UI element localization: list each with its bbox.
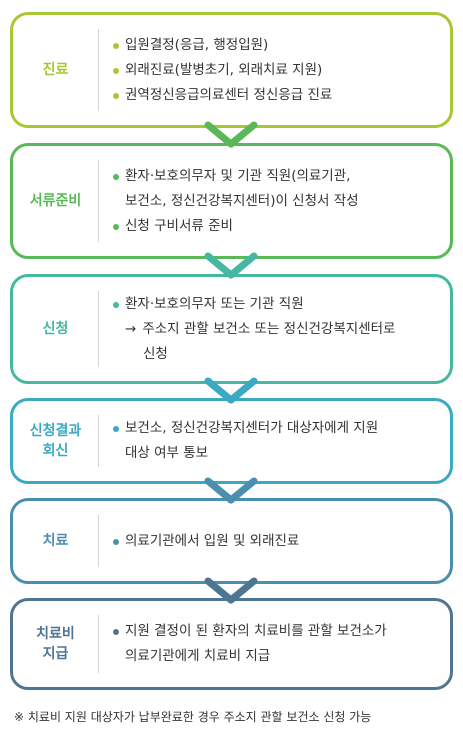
step-label-5: 치료 (42, 532, 69, 549)
step-divider-6 (98, 615, 99, 673)
step-box-1: 진료 입원결정(응급, 행정입원) 외래진료(발병초기, 외래치료 지원) 권역… (10, 12, 453, 128)
chevron-down-icon (204, 477, 258, 504)
chevron-down-icon (204, 377, 258, 404)
step-line: → 주소지 관할 보건소 또는 정신건강복지센터로 (113, 317, 440, 342)
step-label-3: 신청 (42, 320, 69, 337)
step-box-6: 치료비 지급 지원 결정이 된 환자의 치료비를 관할 보건소가 의료기관에게 … (10, 598, 453, 690)
step-divider-2 (98, 160, 99, 242)
step-line: 외래진료(발병초기, 외래치료 지원) (113, 58, 440, 83)
step-line: 보건소, 정신건강복지센터가 대상자에게 지원 (113, 416, 440, 441)
step-line: 입원결정(응급, 행정입원) (113, 33, 440, 58)
arrow-right-icon: → (125, 320, 137, 337)
step-line-text: 주소지 관할 보건소 또는 정신건강복지센터로 (142, 320, 396, 337)
step-body-5: 의료기관에서 입원 및 외래진료 (113, 501, 440, 581)
step-label-1: 진료 (42, 61, 69, 78)
chevron-down-icon (204, 121, 258, 148)
step-line: 환자·보호의무자 또는 기관 직원 (113, 292, 440, 317)
step-divider-4 (98, 415, 99, 467)
step-body-6: 지원 결정이 된 환자의 치료비를 관할 보건소가 의료기관에게 치료비 지급 (113, 601, 440, 687)
step-box-3: 신청 환자·보호의무자 또는 기관 직원 → 주소지 관할 보건소 또는 정신건강… (10, 274, 453, 384)
step-label-6: 치료비 지급 (36, 625, 75, 662)
step-body-3: 환자·보호의무자 또는 기관 직원 → 주소지 관할 보건소 또는 정신건강복지센… (113, 277, 440, 381)
step-divider-1 (98, 29, 99, 111)
chevron-down-icon (204, 252, 258, 279)
step-body-1: 입원결정(응급, 행정입원) 외래진료(발병초기, 외래치료 지원) 권역정신응… (113, 15, 440, 125)
step-line: 권역정신응급의료센터 정신응급 진료 (113, 83, 440, 108)
step-box-2: 서류준비 환자·보호의무자 및 기관 직원(의료기관, 보건소, 정신건강복지센… (10, 143, 453, 259)
step-line: 의료기관에게 치료비 지급 (125, 648, 271, 664)
step-line: 신청 구비서류 준비 (113, 214, 440, 239)
step-line: 환자·보호의무자 및 기관 직원(의료기관, (113, 164, 440, 189)
step-body-4: 보건소, 정신건강복지센터가 대상자에게 지원 대상 여부 통보 (113, 401, 440, 481)
step-box-4: 신청결과 회신 보건소, 정신건강복지센터가 대상자에게 지원 대상 여부 통보 (10, 398, 453, 484)
step-line: 의료기관에서 입원 및 외래진료 (113, 529, 440, 554)
step-box-5: 치료 의료기관에서 입원 및 외래진료 (10, 498, 453, 584)
step-body-2: 환자·보호의무자 및 기관 직원(의료기관, 보건소, 정신건강복지센터)이 신… (113, 146, 440, 256)
chevron-down-icon (204, 577, 258, 604)
step-line: 신청 (143, 345, 168, 362)
step-label-4: 신청결과 회신 (29, 422, 82, 459)
step-divider-5 (98, 515, 99, 567)
step-line: 대상 여부 통보 (125, 445, 209, 461)
step-line: 지원 결정이 된 환자의 치료비를 관할 보건소가 (113, 619, 440, 644)
step-divider-3 (98, 291, 99, 367)
footnote: ※ 치료비 지원 대상자가 납부완료한 경우 주소지 관할 보건소 신청 가능 (14, 710, 372, 724)
step-label-2: 서류준비 (29, 192, 82, 209)
step-line: 보건소, 정신건강복지센터)이 신청서 작성 (125, 192, 359, 209)
